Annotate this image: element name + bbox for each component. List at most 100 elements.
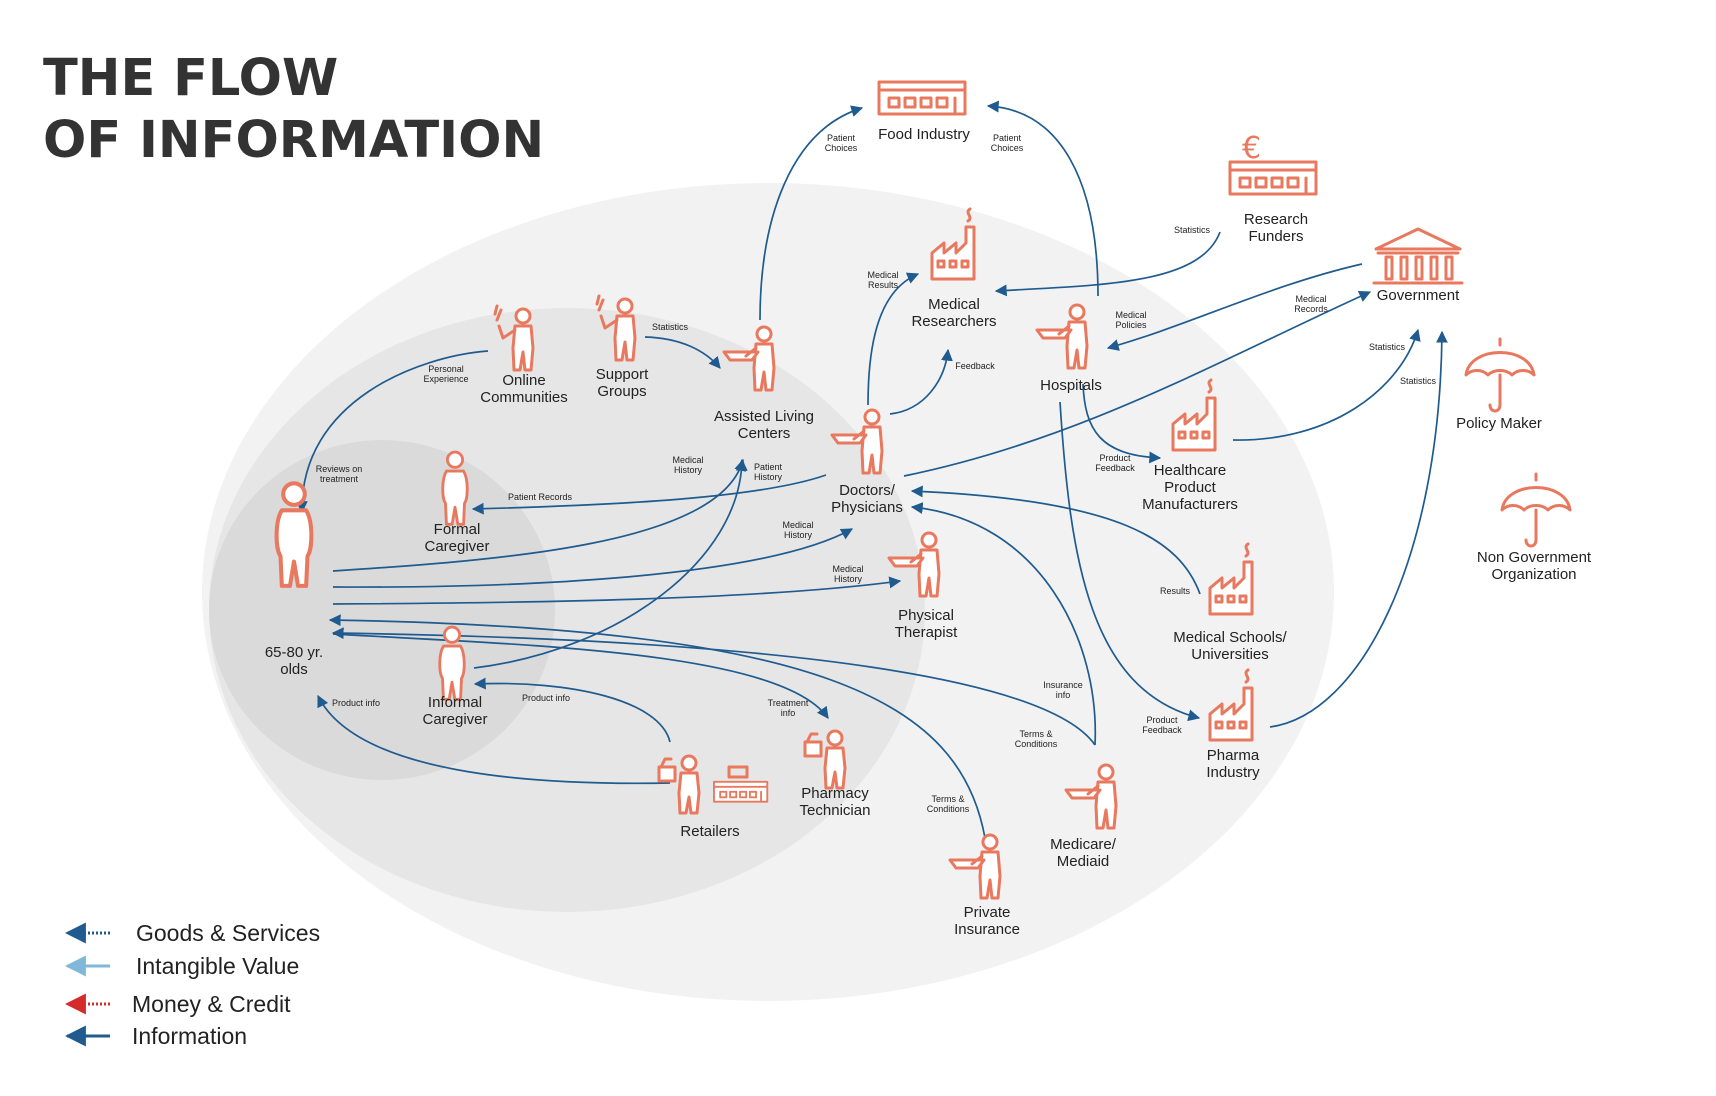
edge-label-line: Statistics xyxy=(652,322,689,332)
server-icon xyxy=(1035,303,1089,370)
node-label-line: Researchers xyxy=(911,313,996,330)
umbrella-icon xyxy=(1464,337,1536,413)
server-icon xyxy=(948,833,1002,900)
flow-arrow xyxy=(986,100,1099,297)
edge-label-line: Medical xyxy=(1115,310,1146,320)
legend-label: Intangible Value xyxy=(136,953,299,979)
node-label-schools: Medical Schools/Universities xyxy=(1173,629,1287,663)
node-label-line: Mediaid xyxy=(1057,853,1110,870)
edge-label-line: Insurance xyxy=(1043,680,1083,690)
node-label-line: Government xyxy=(1377,287,1460,304)
edge-label-e19: Results xyxy=(1160,586,1191,596)
edge-label-line: History xyxy=(754,472,783,482)
legend-item: Information xyxy=(64,1023,247,1049)
flow-arrow xyxy=(889,348,953,415)
node-label-medicare: Medicare/Mediaid xyxy=(1050,836,1117,870)
title-line-1: THE FLOW xyxy=(43,49,339,108)
flow-arrow xyxy=(471,474,827,515)
node-label-line: Doctors/ xyxy=(839,482,896,499)
edge-label-line: History xyxy=(674,465,703,475)
node-label-line: Centers xyxy=(738,425,791,442)
node-label-government: Government xyxy=(1377,287,1460,304)
edge-label-line: info xyxy=(1056,690,1071,700)
edge-label-line: Conditions xyxy=(927,804,970,814)
edge-label-line: Product xyxy=(1099,453,1131,463)
edge-label-line: History xyxy=(834,574,863,584)
node-label-policy: Policy Maker xyxy=(1456,415,1542,432)
flow-arrow xyxy=(867,272,920,406)
flow-arrow xyxy=(295,350,489,514)
edge-label-line: Medical xyxy=(867,270,898,280)
node-label-line: Pharmacy xyxy=(801,785,869,802)
flow-arrow xyxy=(332,528,854,588)
server-icon xyxy=(887,531,941,598)
node-label-line: Formal xyxy=(434,521,481,538)
edge-label-line: Feedback xyxy=(955,361,995,371)
node-label-line: Communities xyxy=(480,389,568,406)
node-label-line: Medicare/ xyxy=(1050,836,1117,853)
flow-arrow xyxy=(644,336,721,369)
node-label-line: Policy Maker xyxy=(1456,415,1542,432)
factory-icon xyxy=(1208,542,1254,616)
edge-label-line: Experience xyxy=(423,374,468,384)
edge-label-line: Terms & xyxy=(931,794,964,804)
edge-label-line: Statistics xyxy=(1369,342,1406,352)
edge-label-e12: Statistics xyxy=(1400,376,1437,386)
flow-arrow xyxy=(473,458,748,669)
legend-item: Goods & Services xyxy=(64,920,320,946)
presenter-icon xyxy=(595,294,637,362)
node-label-line: Technician xyxy=(800,802,871,819)
flow-arrow xyxy=(903,291,1372,477)
edge-label-e11: Statistics xyxy=(1369,342,1406,352)
flow-arrow xyxy=(1082,383,1162,464)
flow-arrow xyxy=(910,502,1097,746)
edge-label-line: Patient xyxy=(827,133,856,143)
flow-arrow xyxy=(759,105,864,321)
node-label-line: olds xyxy=(280,661,308,678)
edge-label-e25: Product info xyxy=(522,693,570,703)
icons-layer: € xyxy=(274,80,1572,900)
flow-arrow xyxy=(1269,330,1448,728)
edge-label-line: info xyxy=(781,708,796,718)
node-label-line: Healthcare xyxy=(1154,462,1227,479)
flow-arrow xyxy=(332,633,829,719)
edge-label-line: Results xyxy=(868,280,899,290)
page-title: THE FLOW OF INFORMATION xyxy=(43,48,544,172)
edge-label-line: treatment xyxy=(320,474,359,484)
edge-label-line: Reviews on xyxy=(316,464,363,474)
edge-label-e3: Statistics xyxy=(652,322,689,332)
flow-arrow xyxy=(332,576,902,605)
flow-arrow xyxy=(1059,401,1201,722)
legend-label: Goods & Services xyxy=(136,920,320,946)
edge-label-e7: Feedback xyxy=(955,361,995,371)
edge-label-e21: Terms &Conditions xyxy=(1015,729,1058,749)
umbrella-icon xyxy=(1500,472,1572,548)
flow-arrow xyxy=(473,677,671,743)
edge-label-e22: Terms &Conditions xyxy=(927,794,970,814)
shop-icon xyxy=(657,754,769,815)
flow-arrow xyxy=(1106,263,1363,351)
factory-icon xyxy=(1208,668,1254,742)
node-label-retailers: Retailers xyxy=(680,823,739,840)
node-label-line: Hospitals xyxy=(1040,377,1102,394)
node-label-line: Physicians xyxy=(831,499,903,516)
edge-label-line: Feedback xyxy=(1142,725,1182,735)
presenter-icon xyxy=(493,304,535,372)
flow-arrow xyxy=(332,458,746,572)
edge-label-line: Feedback xyxy=(1095,463,1135,473)
node-label-line: Universities xyxy=(1191,646,1269,663)
edge-label-e8: Statistics xyxy=(1174,225,1211,235)
edge-label-line: Terms & xyxy=(1019,729,1052,739)
edge-label-line: Choices xyxy=(825,143,858,153)
node-label-food: Food Industry xyxy=(878,126,970,143)
